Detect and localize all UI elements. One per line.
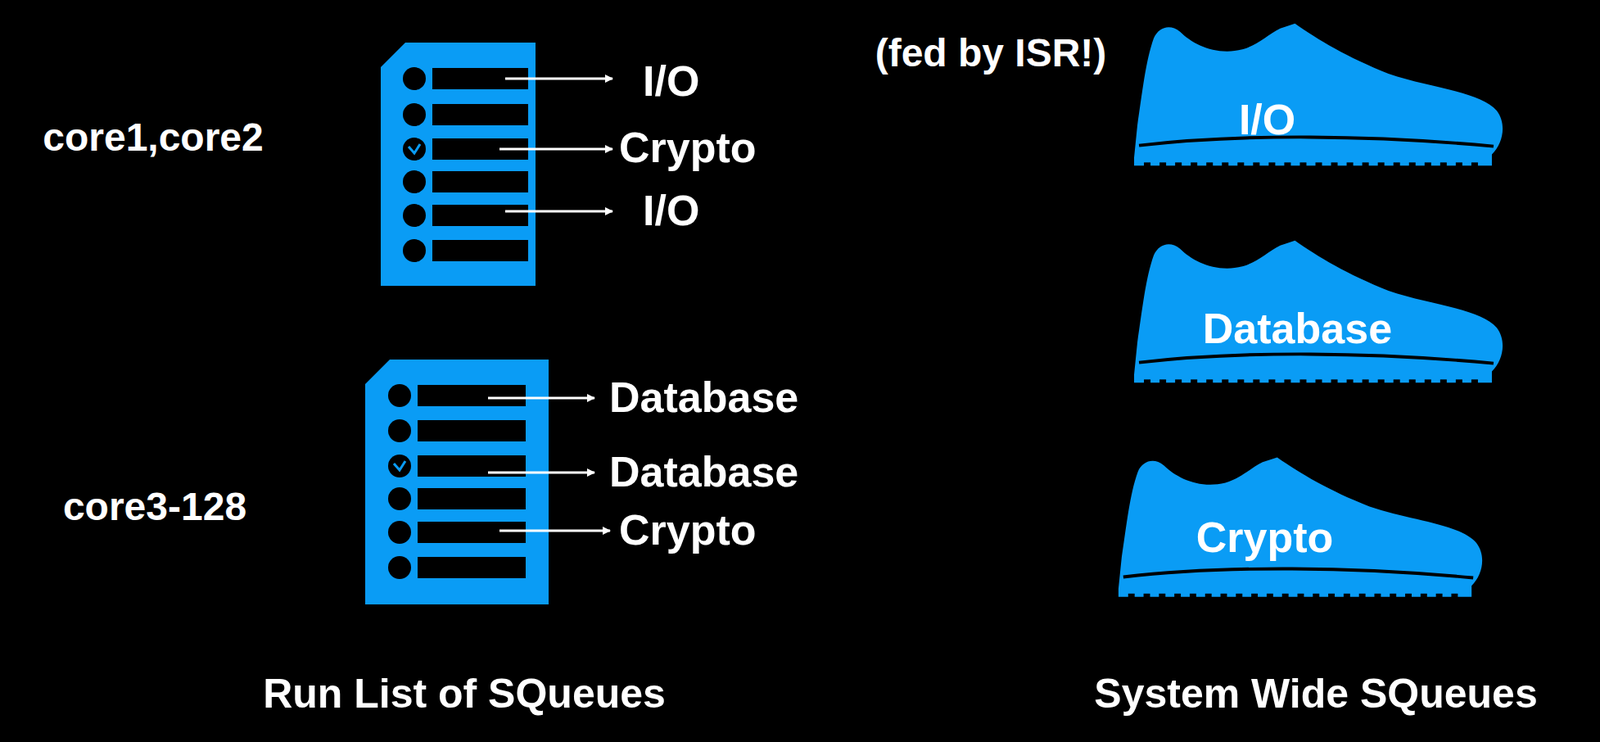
- sneaker-label: Database: [1202, 306, 1393, 353]
- check-mark: [408, 144, 421, 154]
- sneaker-shape: [1127, 12, 1506, 182]
- list-bar: [417, 488, 526, 510]
- sneaker-node: Database: [1127, 229, 1506, 399]
- bullet-dot: [388, 520, 412, 544]
- list-bar: [432, 103, 529, 126]
- bullet-dot: [388, 454, 412, 478]
- bullet-dot: [402, 67, 426, 91]
- list-bar: [432, 171, 529, 193]
- list-bar: [432, 204, 529, 226]
- section-caption: System Wide SQueues: [1093, 671, 1537, 717]
- bullet-dot: [402, 203, 426, 227]
- bullet-dot: [402, 239, 426, 263]
- list-bar: [417, 521, 526, 543]
- bullet-dot: [402, 170, 426, 194]
- sneaker-node: Crypto: [1111, 446, 1485, 613]
- core-label: core1,core2: [42, 116, 264, 160]
- bullet-dot: [402, 137, 426, 161]
- sneaker-label: Crypto: [1196, 514, 1334, 561]
- leader-arrow: [505, 210, 613, 213]
- list-bar: [432, 239, 529, 262]
- leader-arrow: [488, 397, 595, 400]
- bullet-dot: [388, 555, 412, 579]
- list-icon: [365, 359, 549, 605]
- queue-label: I/O: [642, 187, 700, 235]
- sneaker-label: I/O: [1238, 97, 1296, 145]
- queue-label: Crypto: [619, 124, 757, 172]
- bullet-dot: [388, 487, 412, 511]
- check-mark: [393, 461, 406, 471]
- leader-arrow: [499, 148, 613, 151]
- list-bar: [417, 556, 526, 579]
- queue-label: I/O: [642, 58, 700, 105]
- list-bar: [417, 420, 526, 442]
- note-label: (fed by ISR!): [875, 31, 1108, 76]
- section-caption: Run List of SQueues: [262, 671, 666, 717]
- bullet-dot: [388, 419, 412, 443]
- sneaker-node: I/O: [1127, 12, 1506, 182]
- leader-arrow: [499, 529, 611, 533]
- queue-label: Crypto: [619, 506, 757, 554]
- core-label: core3-128: [63, 485, 247, 529]
- bullet-dot: [402, 103, 426, 127]
- queue-label: Database: [609, 448, 799, 496]
- leader-arrow: [488, 471, 595, 475]
- list-bar: [417, 384, 526, 407]
- bullet-dot: [388, 384, 412, 407]
- leader-arrow: [505, 77, 613, 81]
- queue-label: Database: [609, 374, 799, 421]
